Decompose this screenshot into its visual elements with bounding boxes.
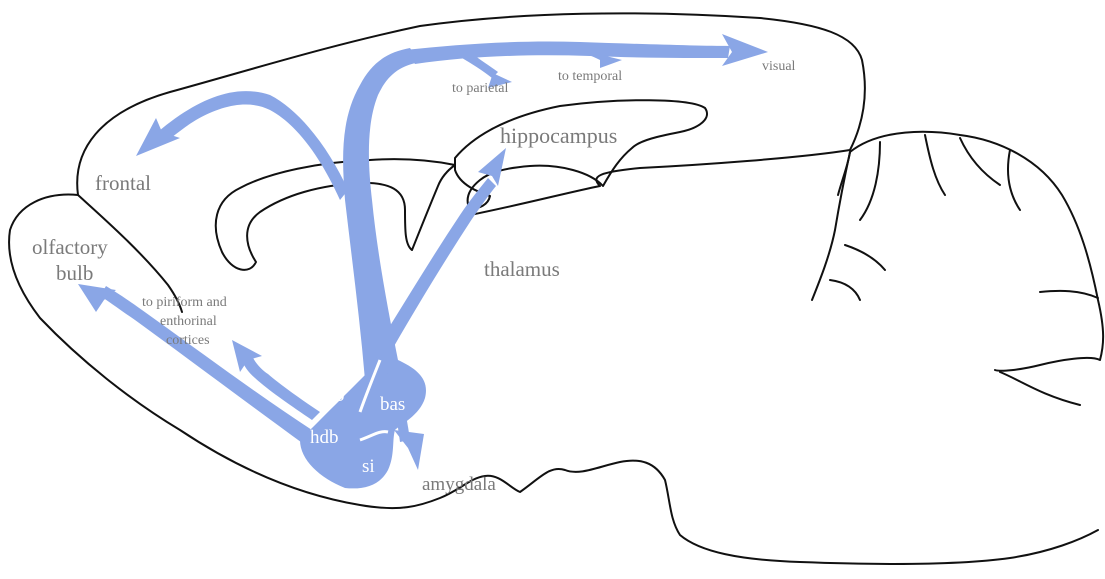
label-piriform-line2: enthorinal [160, 314, 217, 329]
label-amygdala: amygdala [422, 474, 496, 495]
label-visual: visual [762, 59, 796, 74]
label-olfactory-line2: bulb [56, 261, 93, 285]
label-hdb: hdb [310, 427, 339, 448]
arrowhead-hippocampus [478, 148, 506, 186]
projection-pathways [78, 34, 768, 488]
label-piriform-line1: to piriform and [142, 295, 227, 310]
label-ms: ms [340, 362, 362, 383]
label-si: si [362, 456, 375, 477]
dorsal-stream [405, 41, 730, 64]
brainstem-outline [838, 152, 850, 195]
label-hippocampus: hippocampus [500, 123, 617, 148]
label-frontal: frontal [95, 171, 151, 195]
label-bas: bas [380, 394, 405, 415]
label-olfactory-line1: olfactory [32, 235, 108, 259]
branch-hippocampus [372, 178, 496, 362]
label-vdb: vdb [316, 385, 345, 406]
arrowhead-amygdala [394, 430, 424, 470]
ascending-trunk [343, 48, 420, 380]
label-to-temporal: to temporal [558, 69, 622, 84]
cerebellum-folia [812, 135, 1098, 405]
hippocampus-outline [455, 100, 707, 210]
label-thalamus: thalamus [484, 257, 560, 281]
ventral-outline [9, 195, 1098, 564]
label-to-parietal: to parietal [452, 81, 508, 96]
brain-outline [9, 13, 1103, 564]
label-piriform-line3: cortices [166, 333, 210, 348]
cerebellum-outline [850, 132, 1103, 371]
branch-frontal [156, 91, 348, 200]
